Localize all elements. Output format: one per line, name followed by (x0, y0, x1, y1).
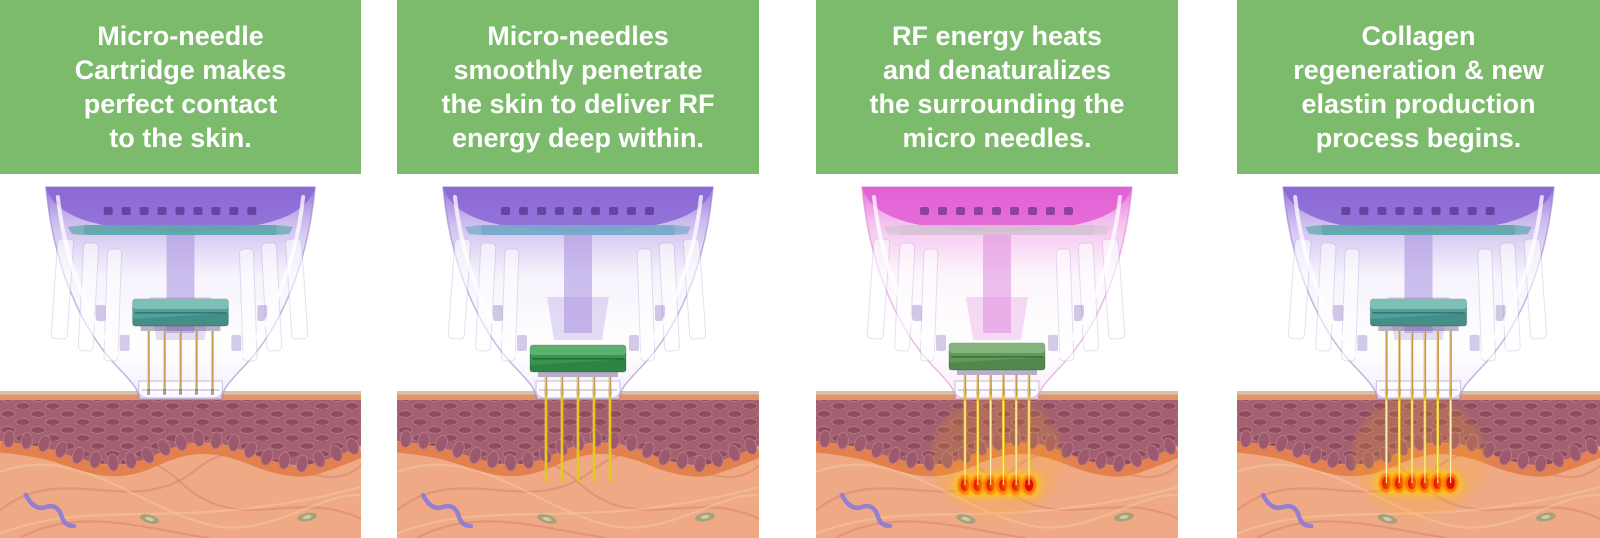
step-2-header: Micro-needles smoothly penetrate the ski… (397, 0, 759, 174)
header-line: perfect contact (83, 89, 278, 119)
rf-heating-illustration (816, 186, 1178, 538)
header-line: Micro-needles (487, 21, 669, 51)
step-panel-2: Micro-needles smoothly penetrate the ski… (397, 0, 759, 538)
header-line: Cartridge makes (74, 55, 287, 85)
step-panel-4: Collagen regeneration & new elastin prod… (1237, 0, 1600, 538)
header-line: Micro-needle (97, 21, 264, 51)
step-1-header: Micro-needle Cartridge makes perfect con… (0, 0, 361, 174)
header-line: regeneration & new (1293, 55, 1544, 85)
header-line: RF energy heats (891, 21, 1103, 51)
header-line: to the skin. (109, 123, 252, 153)
header-line: micro needles. (902, 123, 1092, 153)
device-contact-illustration (0, 186, 361, 538)
header-line: elastin production (1301, 89, 1536, 119)
header-line: process begins. (1315, 123, 1522, 153)
header-line: the surrounding the (869, 89, 1125, 119)
header-line: the skin to deliver RF (441, 89, 715, 119)
collagen-regeneration-illustration (1237, 186, 1600, 538)
header-line: smoothly penetrate (453, 55, 703, 85)
step-3-header: RF energy heats and denaturalizes the su… (816, 0, 1178, 174)
step-panel-1: Micro-needle Cartridge makes perfect con… (0, 0, 361, 538)
header-line: and denaturalizes (882, 55, 1112, 85)
step-4-header: Collagen regeneration & new elastin prod… (1237, 0, 1600, 174)
step-panel-3: RF energy heats and denaturalizes the su… (816, 0, 1178, 538)
needles-penetrate-illustration (397, 186, 759, 538)
header-line: Collagen (1361, 21, 1476, 51)
header-line: energy deep within. (451, 123, 705, 153)
